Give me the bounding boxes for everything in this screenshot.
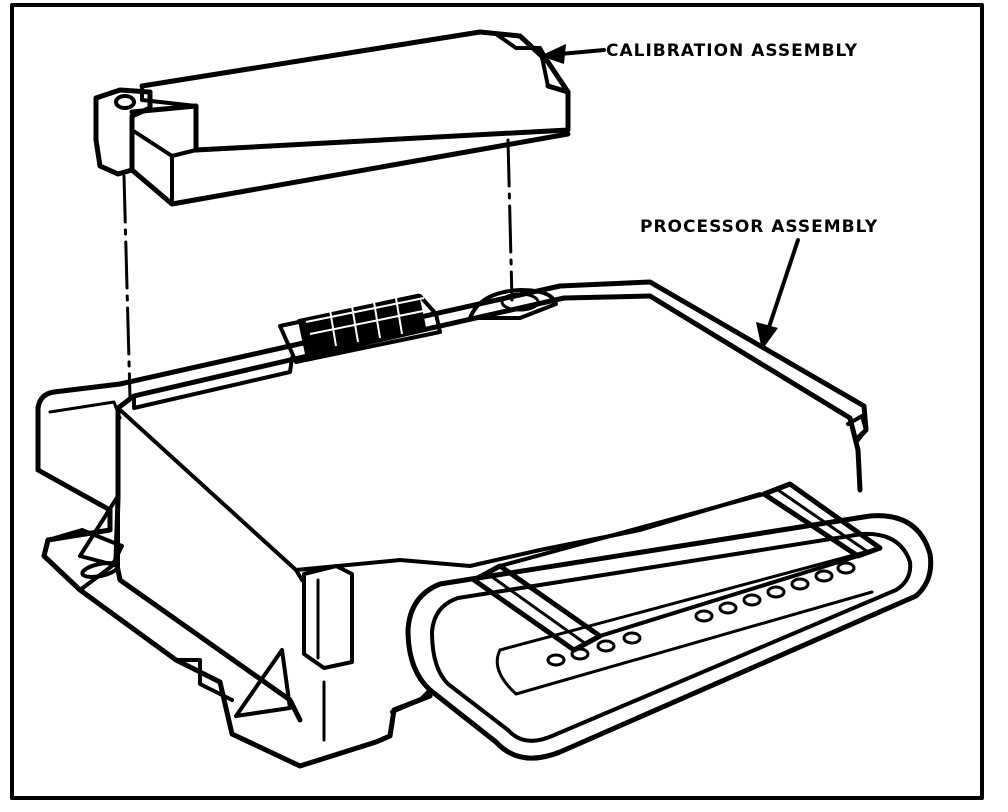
processor-flange-corner [35,389,57,411]
processor-flange-inner [48,400,122,420]
processor-top-face [115,293,863,493]
processor-assembly-label: PROCESSOR ASSEMBLY [640,217,878,237]
calibration-top-step [140,84,198,108]
calibration-leader-line [558,48,606,56]
alignment-guides [122,138,514,400]
processor-socket-pin-grid [305,297,429,347]
connector-latch-right [761,481,883,559]
harness-connector [390,481,934,761]
processor-back-ridge [132,356,294,410]
processor-guide-boss-hole [500,292,540,312]
guide-line-left [122,174,132,400]
processor-corner-post [302,564,354,670]
processor-arrowhead [756,322,778,350]
processor-leader-line [766,238,800,332]
connector-latch-right-rib [776,488,870,554]
calibration-mount-hole [114,94,136,110]
calibration-top-face [139,29,571,95]
connector-top-body [498,492,860,638]
figure-frame [10,3,984,800]
connector-inner-shroud [430,531,913,743]
processor-assembly [35,279,869,769]
processor-front-face [113,405,303,723]
processor-gusset-left [78,494,120,568]
processor-gusset-front [234,648,292,718]
calibration-left-step [130,128,174,158]
calibration-side-face [170,148,198,206]
connector-cavity [495,546,882,696]
processor-front-foot [174,658,234,702]
connector-latch-left-rib [486,572,588,646]
guide-line-right [506,138,514,302]
processor-front-top-edge [116,406,304,582]
calibration-mount-tab [93,87,153,177]
calibration-front-face [129,83,571,153]
leader-arrows [540,44,800,350]
calibration-assembly-label: CALIBRATION ASSEMBLY [606,41,858,61]
processor-guide-boss [468,288,558,320]
connector-outer-shroud [405,513,934,761]
processor-right-bump [846,414,868,442]
calibration-arrowhead [540,44,566,64]
connector-pin-row [546,561,856,667]
calibration-assembly [93,29,571,207]
connector-lower-foot [390,688,432,714]
